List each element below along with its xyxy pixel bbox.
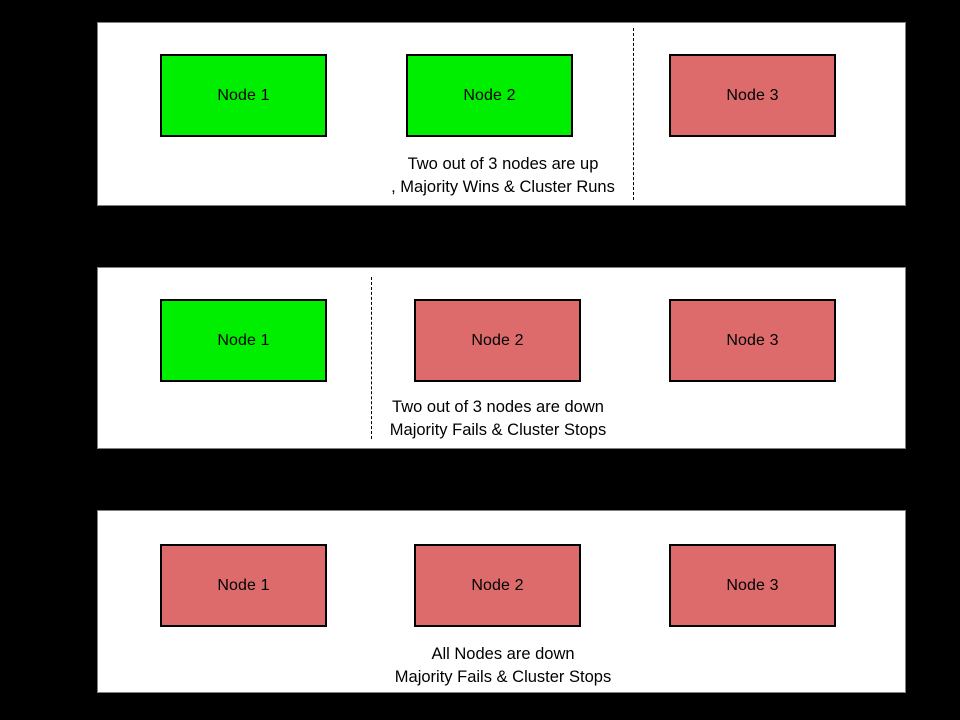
node-box-1[interactable]: Node 1 [160,54,327,137]
node-box-2[interactable]: Node 2 [414,299,581,382]
quorum-divider-dashed-line [371,277,372,439]
node-box-3[interactable]: Node 3 [669,544,836,627]
quorum-divider-dashed-line [633,28,634,200]
caption-line-1: Two out of 3 nodes are down [392,398,604,416]
node-box-2[interactable]: Node 2 [414,544,581,627]
node-label: Node 2 [471,576,524,594]
caption-line-2: Majority Fails & Cluster Stops [389,421,607,439]
node-label: Node 3 [726,576,779,594]
node-label: Node 1 [217,331,270,349]
caption-line-2: Majority Fails & Cluster Stops [394,668,612,686]
scenario-panel-all-nodes-down: Node 1 Node 2 Node 3 All Nodes are down … [97,510,906,693]
node-label: Node 3 [726,331,779,349]
scenario-panel-two-nodes-up: Node 1 Node 2 Node 3 Two out of 3 nodes … [97,22,906,206]
node-box-1[interactable]: Node 1 [160,544,327,627]
scenario-caption: Two out of 3 nodes are down Majority Fai… [278,396,718,442]
node-label: Node 1 [217,576,270,594]
node-box-1[interactable]: Node 1 [160,299,327,382]
node-box-3[interactable]: Node 3 [669,299,836,382]
scenario-caption: All Nodes are down Majority Fails & Clus… [283,643,723,689]
caption-line-1: All Nodes are down [431,645,575,663]
node-label: Node 2 [471,331,524,349]
node-label: Node 3 [726,86,779,104]
caption-line-1: Two out of 3 nodes are up [407,155,599,173]
scenario-caption: Two out of 3 nodes are up , Majority Win… [283,153,723,199]
node-label: Node 1 [217,86,270,104]
node-box-3[interactable]: Node 3 [669,54,836,137]
caption-line-2: , Majority Wins & Cluster Runs [391,178,615,196]
node-label: Node 2 [463,86,516,104]
node-box-2[interactable]: Node 2 [406,54,573,137]
scenario-panel-two-nodes-down: Node 1 Node 2 Node 3 Two out of 3 nodes … [97,267,906,449]
